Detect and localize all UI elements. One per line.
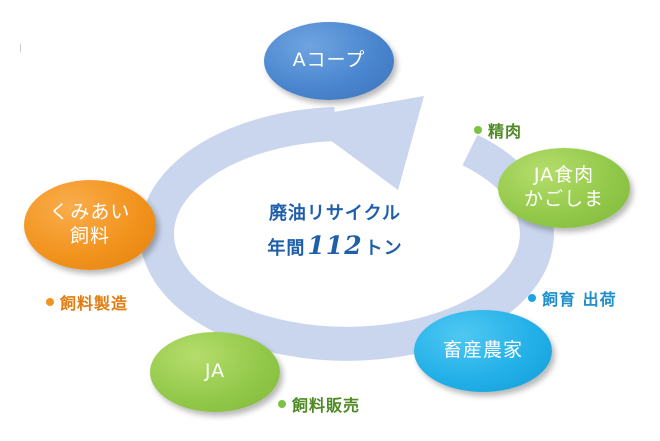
node-kumiai-line2: 飼料 bbox=[69, 225, 110, 247]
label-shiryo-seizo: 飼料製造 bbox=[46, 290, 128, 314]
center-amount-unit: トン bbox=[364, 238, 403, 259]
node-acoop-label: Aコープ bbox=[292, 49, 366, 72]
node-ja-shokuniku: JA食肉 かごしま bbox=[498, 148, 630, 228]
node-ja-label: JA bbox=[204, 360, 226, 383]
node-chikusan-noka-label: 畜産農家 bbox=[442, 339, 523, 362]
bullet-dot-icon bbox=[474, 126, 482, 134]
node-ja-shokuniku-line1: JA食肉 bbox=[533, 164, 595, 187]
bullet-dot-icon bbox=[528, 294, 536, 302]
edge-mark bbox=[20, 44, 21, 52]
label-shiryo-hanbai: 飼料販売 bbox=[278, 392, 360, 416]
label-shiiku-shukka-text: 飼育 出荷 bbox=[542, 290, 617, 309]
label-shiryo-hanbai-text: 飼料販売 bbox=[292, 396, 361, 415]
label-shiryo-seizo-text: 飼料製造 bbox=[60, 294, 129, 313]
center-annual-label: 年間 bbox=[267, 238, 306, 259]
cycle-ring bbox=[139, 107, 554, 361]
center-title: 廃油リサイクル bbox=[268, 203, 402, 224]
label-seiniku: 精肉 bbox=[474, 118, 522, 142]
center-amount-number: 112 bbox=[307, 231, 363, 260]
cycle-arrowhead bbox=[300, 96, 424, 190]
bullet-dot-icon bbox=[46, 298, 54, 306]
label-seiniku-text: 精肉 bbox=[488, 122, 523, 141]
node-ja-shokuniku-line2: かごしま bbox=[523, 188, 604, 210]
node-acoop: Aコープ bbox=[264, 22, 394, 100]
node-chikusan-noka: 畜産農家 bbox=[414, 310, 552, 392]
node-kumiai-line1: くみあい bbox=[49, 201, 131, 224]
node-ja: JA bbox=[150, 332, 280, 412]
label-shiiku-shukka: 飼育 出荷 bbox=[528, 286, 617, 310]
bullet-dot-icon bbox=[278, 400, 286, 408]
node-kumiai-shiryo: くみあい 飼料 bbox=[24, 180, 156, 270]
